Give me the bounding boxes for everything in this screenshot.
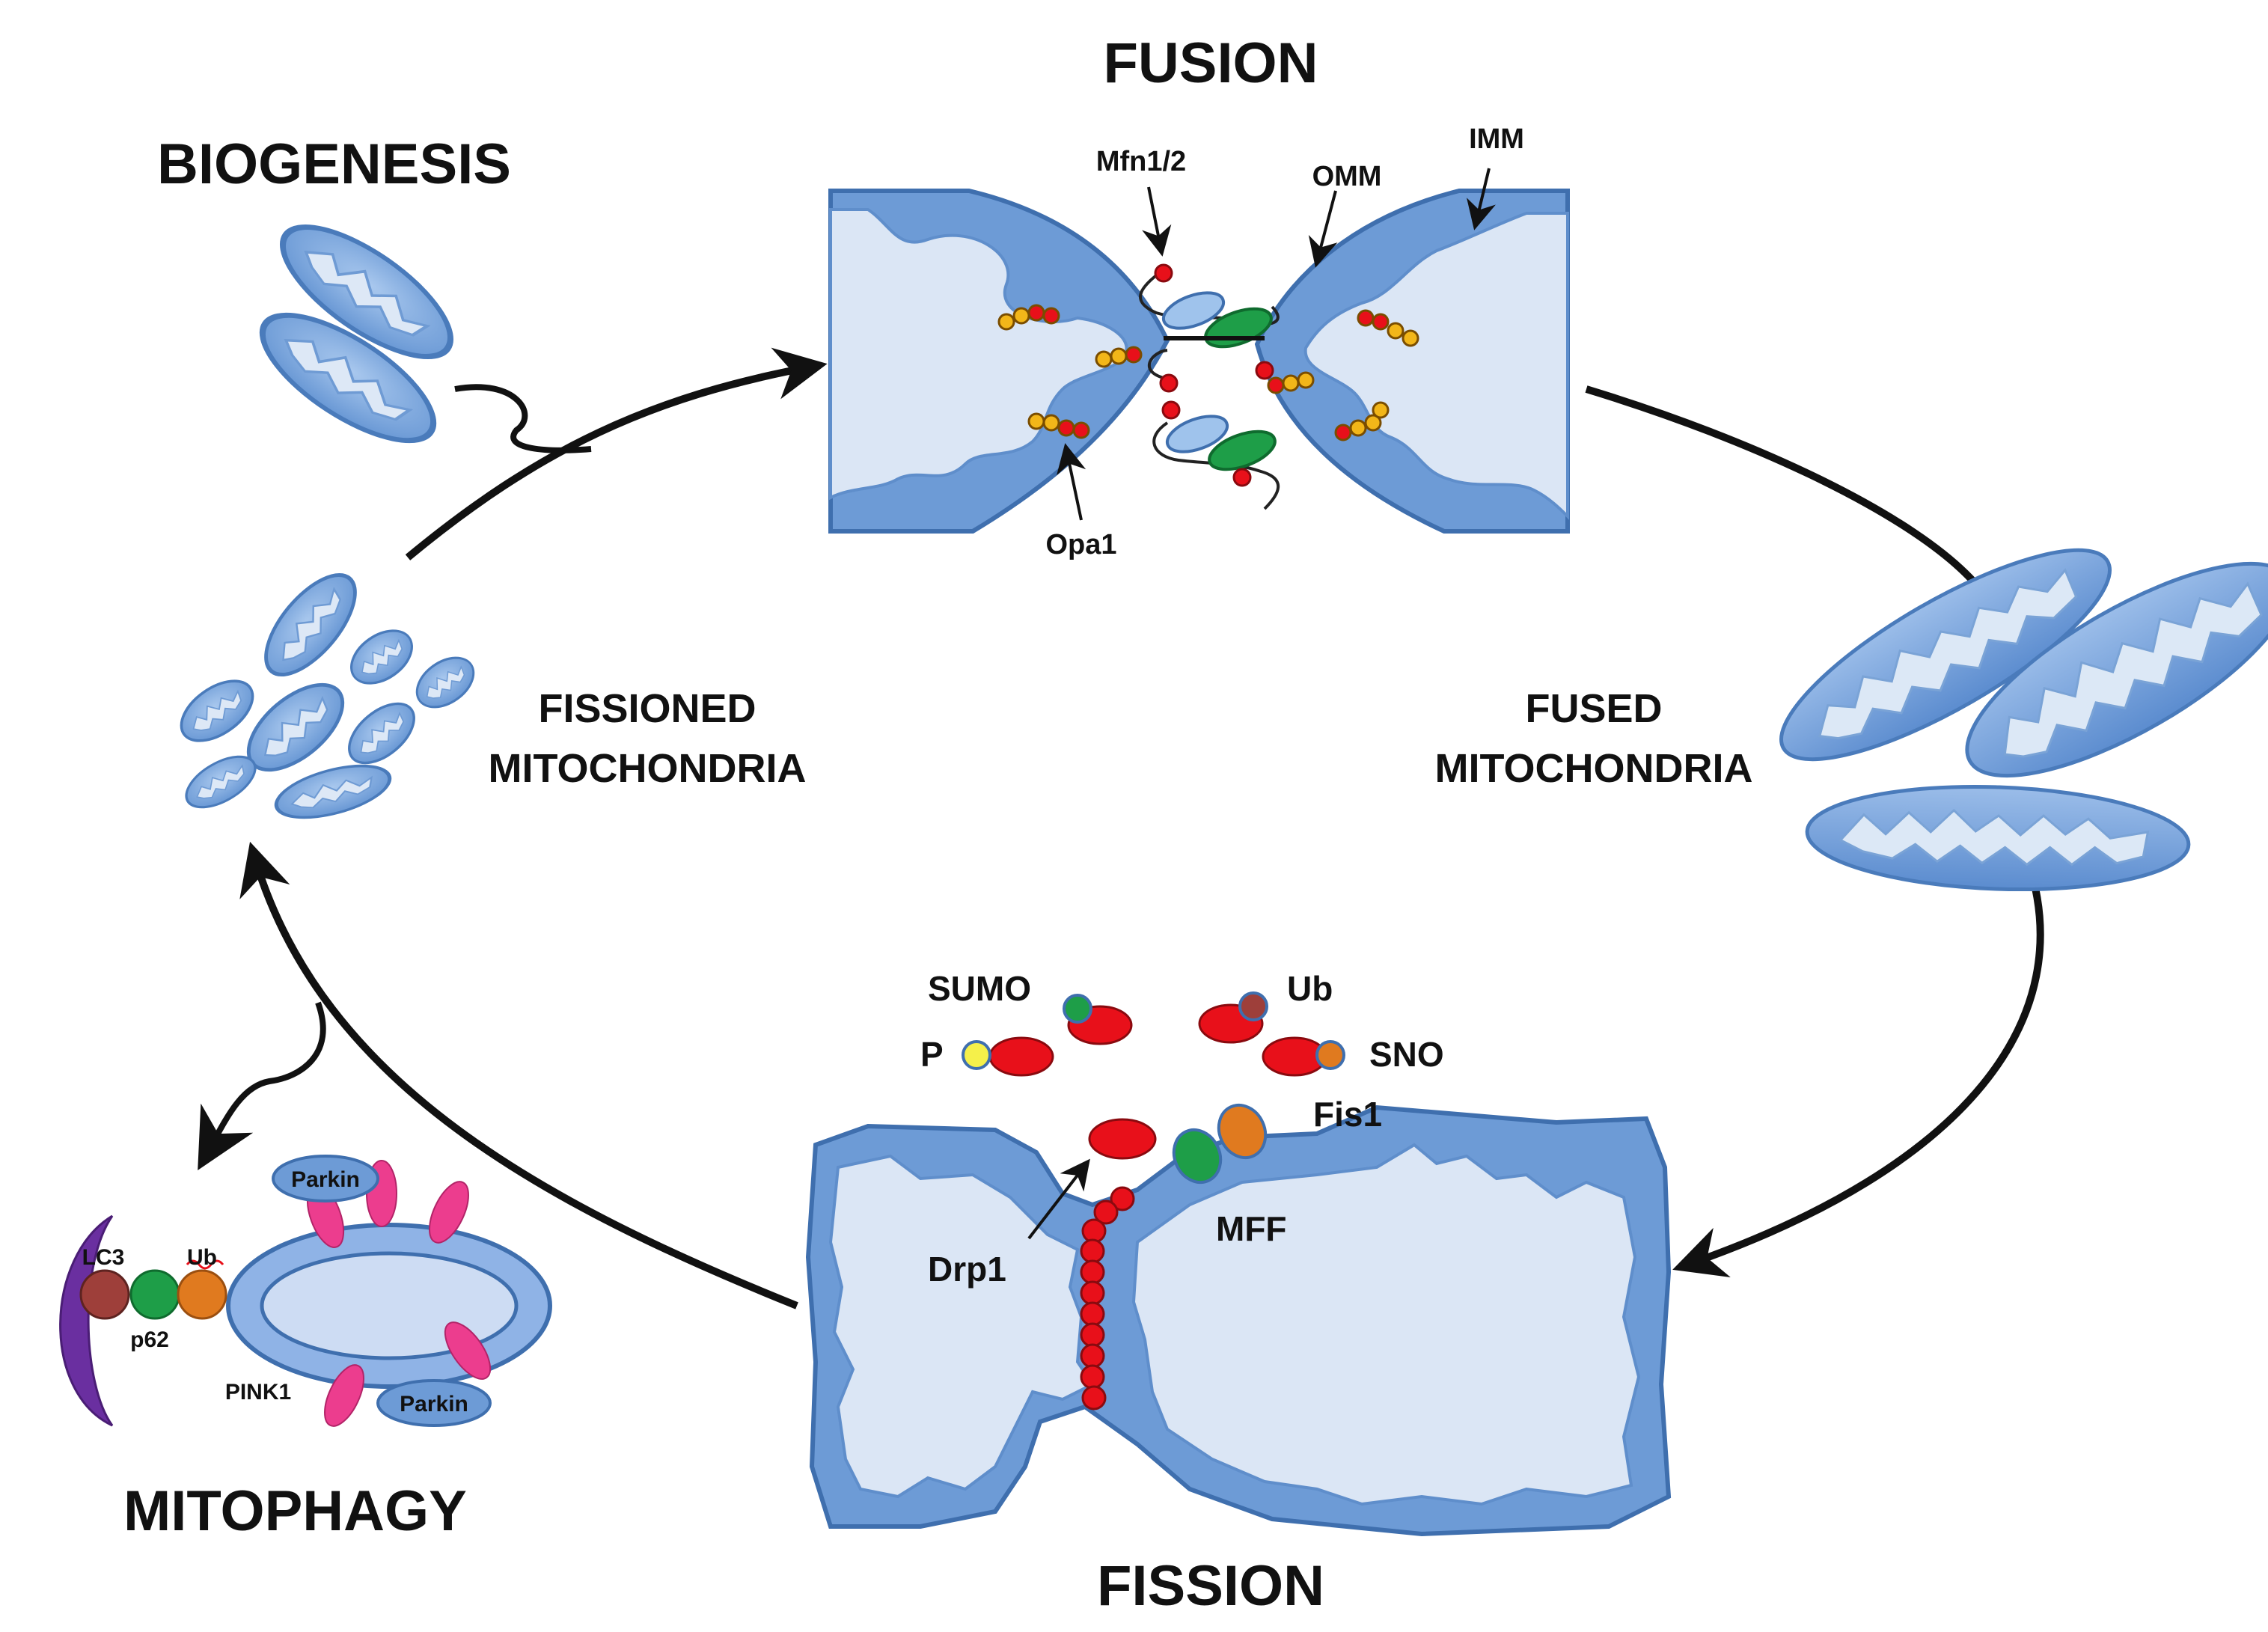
fissioned-mitochondria-cluster: [169, 560, 484, 828]
mfn-blue-domain: [1165, 415, 1229, 453]
mitochondrion-icon: [1805, 784, 2191, 892]
biogenesis-input-arrow: [454, 384, 592, 453]
p-tag: [962, 1040, 991, 1070]
fused-label-line1: FUSED: [1525, 686, 1662, 731]
opa1-label: Opa1: [1045, 529, 1116, 560]
p-label: P: [920, 1035, 944, 1074]
drp1-constriction-ring: [1080, 1186, 1135, 1411]
fused-mitochondria: [1779, 548, 2268, 892]
mitochondrion-icon: [1779, 548, 2112, 762]
fusion-panel: Mfn1/2 OMM IMM Opa1: [828, 123, 1570, 560]
sno-tag: [1315, 1040, 1345, 1070]
fission-mitochondrion-matrix: [1131, 1143, 1641, 1506]
opa1-callout-arrow: [1057, 443, 1086, 521]
cycle-arrow-to-fusion: [405, 347, 828, 560]
mitochondrion-icon: [406, 647, 484, 718]
lc3-protein: [79, 1269, 130, 1320]
biogenesis-mitochondria: [245, 204, 470, 464]
fis1-label: Fis1: [1313, 1095, 1382, 1134]
ub-label: Ub: [1287, 969, 1333, 1008]
mff-label: MFF: [1216, 1209, 1287, 1248]
mitochondrion-icon: [337, 691, 427, 776]
mfn-callout-arrow: [1142, 186, 1172, 257]
sumo-tag: [1063, 994, 1092, 1024]
mfn-tether: [1147, 349, 1168, 379]
fission-mitochondrion-matrix: [828, 1154, 1095, 1499]
omm-label: OMM: [1312, 161, 1382, 192]
parkin-bottom: [376, 1379, 492, 1427]
cycle-arrow-to-fissioned: [239, 841, 798, 1309]
mff-protein: [1172, 1128, 1223, 1185]
parkin-bottom-label: Parkin: [400, 1392, 468, 1416]
fissioned-label-line2: MITOCHONDRIA: [489, 746, 807, 791]
fis1-protein: [1217, 1103, 1268, 1160]
mitophagy-output-arrow: [198, 1001, 326, 1170]
imm-callout-arrow: [1467, 168, 1496, 230]
imm-label: IMM: [1469, 123, 1524, 155]
omm-callout-arrow: [1308, 190, 1338, 268]
drp1-callout-arrow: [1027, 1158, 1090, 1240]
mitophagy-panel: Parkin Parkin LC3 Ub p62 PINK1: [59, 1155, 552, 1427]
mfn-label: Mfn1/2: [1096, 146, 1186, 177]
mfn-green-domain: [1208, 430, 1277, 471]
ub-mitophagy-label: Ub: [187, 1245, 217, 1270]
mitochondrion-icon: [340, 618, 424, 696]
sumo-label: SUMO: [928, 969, 1031, 1008]
ub-tag: [1238, 991, 1268, 1021]
drp1-modified-forms: [962, 991, 1345, 1185]
mfn-blue-domain: [1161, 291, 1226, 330]
parkin-top-label: Parkin: [291, 1167, 360, 1192]
fusion-title: FUSION: [1103, 31, 1318, 95]
drp1-label: Drp1: [928, 1250, 1006, 1289]
sno-label: SNO: [1369, 1035, 1444, 1074]
parkin-top: [272, 1155, 379, 1202]
drp1-p: [988, 1036, 1054, 1077]
mitochondrion-icon: [1965, 561, 2268, 778]
ub-protein: [177, 1269, 227, 1320]
fusion-right-matrix: [1303, 212, 1569, 520]
fission-title: FISSION: [1097, 1554, 1324, 1618]
cycle-arrows: [198, 347, 2044, 1309]
cycle-arrow-fusion-to-fused: [1585, 385, 1978, 587]
p62-label: p62: [130, 1327, 169, 1352]
fused-label-line2: MITOCHONDRIA: [1435, 746, 1753, 791]
fissioned-label-line1: FISSIONED: [538, 686, 756, 731]
opa1-chains: [997, 304, 1419, 441]
p62-protein: [129, 1269, 180, 1320]
cycle-arrow-to-fission: [1672, 859, 2044, 1277]
mitophagy-title: MITOPHAGY: [123, 1479, 467, 1543]
mfn-red-heads: [1154, 263, 1274, 487]
lc3-label: LC3: [82, 1245, 125, 1270]
fission-panel: SUMO Ub P SNO Fis1 MFF Drp1: [805, 969, 1672, 1537]
pink1-label: PINK1: [225, 1380, 291, 1405]
ub-chain-squiggle: [186, 1259, 224, 1270]
biogenesis-title: BIOGENESIS: [157, 132, 511, 196]
drp1-free: [1088, 1118, 1157, 1160]
